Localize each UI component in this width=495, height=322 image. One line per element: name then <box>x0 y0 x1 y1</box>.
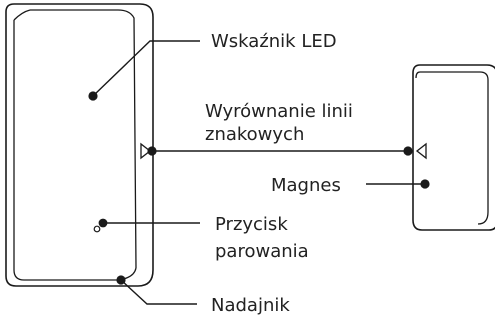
alignment-point-left <box>147 146 157 156</box>
transmitter-body <box>5 3 154 287</box>
led-leader-line <box>92 40 200 97</box>
pairing-label-line1: Przycisk <box>215 214 288 235</box>
alignment-label-line1: Wyrównanie linii <box>205 101 353 122</box>
alignment-label-line2: znakowych <box>205 124 304 145</box>
led-label: Wskaźnik LED <box>211 31 337 52</box>
small-circle-icon <box>93 225 101 233</box>
alignment-point-right <box>403 146 413 156</box>
magnet-point <box>420 179 430 189</box>
pairing-label-line2: parowania <box>215 241 309 262</box>
magnet-body <box>412 64 495 231</box>
transmitter-label: Nadajnik <box>211 295 290 316</box>
triangle-right-icon <box>140 142 152 160</box>
magnet-label: Magnes <box>271 175 341 196</box>
transmitter-leader-line <box>120 279 197 305</box>
triangle-left-icon <box>415 142 427 160</box>
